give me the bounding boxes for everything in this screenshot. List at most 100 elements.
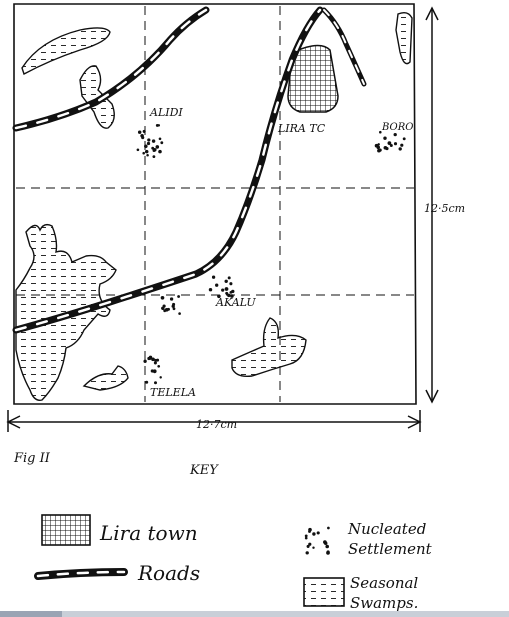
key-symbol-settlement <box>304 526 330 555</box>
settlement-dot <box>151 357 155 362</box>
settlement-dot <box>156 358 160 362</box>
key-label-settlement-line1: Nucleated <box>347 520 426 538</box>
settlement-dot <box>147 138 151 142</box>
settlement-dot <box>144 144 148 149</box>
settlement-dot <box>155 145 160 149</box>
settlement-dot <box>145 380 149 384</box>
settlement-dot <box>137 130 142 134</box>
settlement-dot <box>160 295 165 300</box>
key-title: KEY <box>189 463 219 478</box>
settlement-dot <box>221 288 225 292</box>
settlement-dot <box>146 153 149 157</box>
settlement-dot <box>144 149 149 154</box>
settlement-dot <box>167 307 170 311</box>
settlement-dot <box>224 287 229 291</box>
key-label-lira-town: Lira town <box>99 521 198 545</box>
settlement-dot <box>379 130 382 134</box>
settlement-label-telela: TELELA <box>150 386 196 399</box>
roads <box>12 6 367 334</box>
settlement-dot <box>304 536 308 540</box>
settlement-dot <box>154 381 157 385</box>
settlement-dot <box>229 291 233 294</box>
lira-town-area <box>287 44 339 113</box>
settlement-label-akalu: AKALU <box>215 296 256 309</box>
settlement-dot <box>306 544 310 548</box>
settlement-dot <box>159 376 162 379</box>
settlement-label-lira: LIRA TC <box>277 122 326 135</box>
settlement-dot <box>393 132 397 137</box>
settlement-dot <box>227 276 231 280</box>
settlement-dot <box>169 297 174 301</box>
width-dimension <box>6 410 422 432</box>
settlement-dot <box>325 544 329 549</box>
settlement-dot <box>146 141 151 146</box>
settlement-dots <box>136 123 406 385</box>
figure-label: Fig II <box>13 451 51 466</box>
settlement-dot <box>152 155 156 159</box>
settlement-dot <box>229 282 233 286</box>
settlement-dot <box>402 137 406 141</box>
key-symbol-swamp <box>303 577 345 607</box>
settlement-dot <box>326 551 330 555</box>
settlement-dot <box>152 147 157 152</box>
settlement-dot <box>389 143 393 148</box>
settlement-dot <box>141 136 145 140</box>
key-symbol-roads <box>34 568 128 580</box>
height-dimension <box>425 6 439 404</box>
settlement-dot <box>142 151 145 155</box>
settlement-dot <box>385 147 389 151</box>
bottom-scrollbar[interactable] <box>0 611 509 617</box>
settlement-dot <box>304 534 308 538</box>
settlement-dot <box>308 542 312 546</box>
settlement-dot <box>393 142 398 146</box>
settlement-dot <box>157 124 161 127</box>
settlement-dot <box>211 275 216 279</box>
key-label-settlement-line2: Settlement <box>348 540 433 558</box>
settlement-dot <box>224 279 228 283</box>
settlement-dot <box>305 551 309 555</box>
settlement-dot <box>178 312 181 315</box>
settlement-dot <box>172 307 176 311</box>
key-label-roads: Roads <box>137 561 200 585</box>
key-label-swamp-line1: Seasonal <box>350 574 418 592</box>
settlement-dot <box>312 546 315 549</box>
settlement-dot <box>327 526 330 530</box>
width-label: 12·7cm <box>196 418 237 431</box>
settlement-dot <box>136 148 140 152</box>
settlement-dot <box>151 139 156 143</box>
scrollbar-thumb[interactable] <box>0 611 62 617</box>
settlement-dot <box>383 136 387 140</box>
key-symbol-lira-town <box>41 514 91 546</box>
settlement-dot <box>308 527 312 532</box>
settlement-dot <box>208 287 213 292</box>
settlement-dot <box>227 293 231 298</box>
settlement-dot <box>172 302 176 306</box>
settlement-dot <box>323 540 327 544</box>
settlement-dot <box>215 283 219 287</box>
settlement-dot <box>400 143 404 147</box>
settlement-dot <box>316 531 320 535</box>
settlement-dot <box>158 137 162 141</box>
settlement-dot <box>312 532 316 536</box>
settlement-dot <box>398 147 402 151</box>
settlement-dot <box>225 291 229 295</box>
settlement-dot <box>142 129 146 133</box>
swamp-areas <box>15 11 413 401</box>
settlement-dot <box>378 148 382 152</box>
settlement-dot <box>152 369 157 374</box>
settlement-dot <box>158 149 162 154</box>
height-label: 12·5cm <box>424 202 465 215</box>
settlement-dot <box>157 364 161 368</box>
settlement-dot <box>177 295 181 298</box>
settlement-dot <box>160 141 164 145</box>
settlement-dot <box>230 294 234 298</box>
settlement-dot <box>148 357 152 360</box>
key-label-swamp-line2: Swamps. <box>350 594 418 612</box>
settlement-label-boro: BORO <box>381 122 413 133</box>
settlement-dot <box>374 143 379 148</box>
settlement-dot <box>387 141 392 145</box>
settlement-dot <box>217 294 221 299</box>
settlement-dot <box>143 359 147 363</box>
settlement-label-alidi: ALIDI <box>149 106 183 119</box>
